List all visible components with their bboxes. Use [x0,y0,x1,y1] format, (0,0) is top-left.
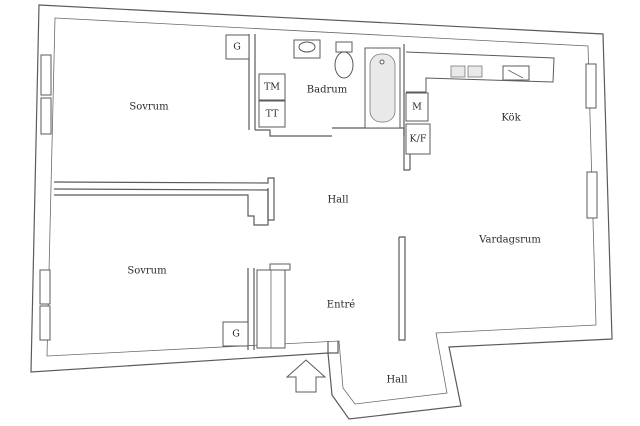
bathtub-basin [369,53,396,123]
sink-basin [298,41,316,53]
wardrobe-top [269,263,291,271]
label-bedroom-bottom: Sovrum [127,266,167,277]
wall-bedroom-top-bottom [53,177,275,221]
toilet-bowl [334,51,354,79]
label-entrance: Entré [327,300,356,311]
arrow-up-icon [285,359,327,393]
label-microwave: M [412,102,422,113]
windows-left [39,54,52,341]
label-dryer: TM [264,82,280,93]
window-right-2 [586,171,598,219]
kitchen-sink-left [450,65,466,78]
toilet-tank [335,41,353,53]
label-closet-bottom: G [232,329,240,340]
window-right-1 [585,63,597,109]
label-closet-top: G [233,42,241,53]
label-bedroom-top: Sovrum [129,102,169,113]
closets [222,34,250,347]
closet-bottom [222,321,249,347]
wall-bathroom-bottom-right [332,127,405,136]
closet-top [225,34,250,60]
kitchen-fixtures [405,51,555,155]
window-left-2 [40,97,52,135]
bathtub-drain [379,59,385,65]
outer-wall-outline [30,4,613,420]
room-labels: Sovrum Badrum Kök Hall Vardagsrum Sovrum… [127,85,541,386]
wall-living-left [398,236,406,341]
fixture-labels: G G TM TT M K/F [232,42,427,340]
entrance-door-frame [327,341,339,354]
label-washer: TT [266,109,280,120]
dryer-box [258,73,286,101]
kitchen-sink-right [467,65,483,78]
wall-bath-kitchen [403,44,410,171]
label-living-room: Vardagsrum [478,235,541,246]
label-hall-bottom: Hall [386,375,407,386]
stove [502,65,530,81]
wall-bedroom-bottom-top [53,188,269,226]
laundry [258,73,286,128]
window-left-1 [40,54,52,96]
washer-box [258,100,286,128]
wall-bathroom-bottom-left [255,129,332,137]
stove-mark [507,69,524,79]
label-kitchen: Kök [501,113,521,124]
window-left-3 [39,269,51,305]
entrance [256,263,339,354]
fridge-freezer-box [405,123,431,155]
label-fridge-freezer: K/F [410,134,427,145]
windows-right [585,63,598,219]
label-bathroom: Badrum [307,85,348,96]
interior-walls [53,34,411,350]
microwave-box [405,92,429,122]
label-hall-center: Hall [327,195,348,206]
bathroom-fixtures [293,39,401,129]
window-left-4 [39,305,51,341]
